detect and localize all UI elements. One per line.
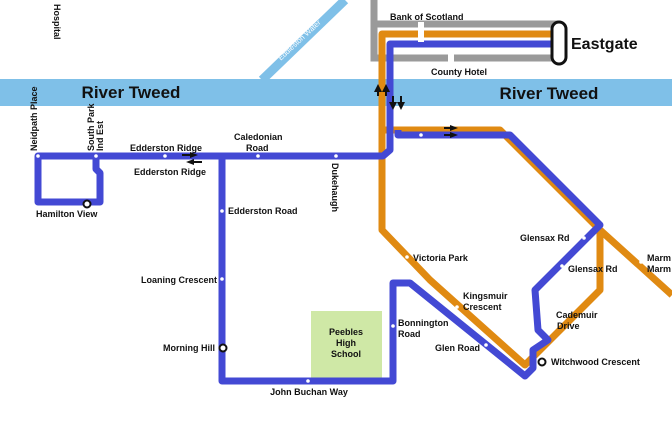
eastgate-terminus-marker bbox=[550, 20, 568, 66]
label-south-park-2: Ind Est bbox=[95, 121, 105, 151]
arrow-right-2 bbox=[450, 132, 458, 138]
stop-dot-glen-road bbox=[484, 343, 488, 347]
label-south-park-1: South Park bbox=[86, 102, 96, 151]
timing-morning-hill bbox=[218, 343, 228, 353]
timing-points bbox=[82, 199, 547, 367]
stop-dot-neidpath bbox=[36, 154, 40, 158]
arrow-left-1 bbox=[186, 159, 194, 165]
stop-dot-john-buchan bbox=[306, 379, 310, 383]
arrow-down-2-stem bbox=[400, 96, 402, 104]
label-bonnington-1: Bonnington bbox=[398, 318, 448, 328]
stop-dot-edderston-ridge bbox=[163, 154, 167, 158]
stop-dot-caledonian bbox=[256, 154, 260, 158]
label-edderston-ridge-north: Edderston Ridge bbox=[130, 143, 202, 153]
timing-hamilton-view bbox=[82, 199, 92, 209]
arrow-up-1-stem bbox=[377, 86, 379, 96]
label-hospital: Hospital bbox=[52, 4, 62, 40]
label-john-buchan-way: John Buchan Way bbox=[270, 387, 348, 397]
bank-of-scotland-stop-block bbox=[418, 22, 424, 42]
stop-dot-victoria-park bbox=[405, 255, 409, 259]
label-loaning-crescent: Loaning Crescent bbox=[141, 275, 217, 285]
label-hamilton-view: Hamilton View bbox=[36, 209, 98, 219]
eddleston-water-label: Eddleston Water bbox=[276, 18, 323, 63]
arrow-right-3 bbox=[190, 152, 198, 158]
stop-dot-dukehaugh bbox=[334, 154, 338, 158]
stop-dot-glensax-south bbox=[560, 264, 564, 268]
arrow-right-1-stem bbox=[444, 127, 451, 129]
county-hotel-stop-block bbox=[448, 48, 454, 64]
eastgate-label: Eastgate bbox=[571, 36, 638, 53]
river-label-west: River Tweed bbox=[82, 83, 181, 102]
label-glensax-south: Glensax Rd bbox=[568, 264, 618, 274]
school-label-1: Peebles bbox=[329, 327, 363, 337]
arrow-left-1-stem bbox=[193, 161, 202, 163]
arrow-down-1 bbox=[389, 102, 397, 110]
river-tweed bbox=[0, 79, 672, 106]
label-caledonian-1: Caledonian bbox=[234, 132, 283, 142]
stop-dot-glensax-north bbox=[582, 236, 586, 240]
peebles-high-school bbox=[311, 311, 382, 379]
label-kingsmuir-1: Kingsmuir bbox=[463, 291, 508, 301]
label-caledonian-2: Road bbox=[246, 143, 269, 153]
label-cademuir-2: Drive bbox=[557, 321, 580, 331]
arrow-right-1 bbox=[450, 125, 458, 131]
stop-dot-edderston-road bbox=[220, 209, 224, 213]
stop-dot-river-crossing bbox=[419, 133, 423, 137]
label-morning-hill: Morning Hill bbox=[163, 343, 215, 353]
school-label-2: High bbox=[336, 338, 356, 348]
arrow-right-2-stem bbox=[444, 134, 451, 136]
label-glen-road: Glen Road bbox=[435, 343, 480, 353]
direction-arrows bbox=[182, 84, 458, 165]
label-marm-2: Marm bbox=[647, 264, 671, 274]
label-neidpath: Neidpath Place bbox=[29, 86, 39, 151]
stop-dot-south-park bbox=[94, 154, 98, 158]
label-victoria-park: Victoria Park bbox=[413, 253, 469, 263]
stop-dot-bonnington bbox=[391, 324, 395, 328]
timing-witchwood bbox=[537, 357, 547, 367]
label-dukehaugh: Dukehaugh bbox=[330, 163, 340, 212]
arrow-right-3-stem bbox=[182, 154, 191, 156]
river-label-east: River Tweed bbox=[500, 84, 599, 103]
arrow-up-2-stem bbox=[385, 86, 387, 96]
label-bank-of-scotland: Bank of Scotland bbox=[390, 12, 464, 22]
stop-dot-loaning bbox=[220, 277, 224, 281]
stop-dots bbox=[36, 133, 643, 383]
school-label-3: School bbox=[331, 349, 361, 359]
label-county-hotel: County Hotel bbox=[431, 67, 487, 77]
label-marm-1: Marm bbox=[647, 253, 671, 263]
label-cademuir-1: Cademuir bbox=[556, 310, 598, 320]
arrow-down-1-stem bbox=[392, 96, 394, 104]
label-edderston-road: Edderston Road bbox=[228, 206, 298, 216]
label-kingsmuir-2: Crescent bbox=[463, 302, 502, 312]
arrow-down-2 bbox=[397, 102, 405, 110]
label-bonnington-2: Road bbox=[398, 329, 421, 339]
route-grey bbox=[370, 0, 560, 62]
label-glensax-north: Glensax Rd bbox=[520, 233, 570, 243]
label-witchwood: Witchwood Crescent bbox=[551, 357, 640, 367]
stop-dot-kingsmuir bbox=[455, 305, 459, 309]
label-edderston-ridge-south: Edderston Ridge bbox=[134, 167, 206, 177]
stop-dot-cademuir bbox=[546, 312, 550, 316]
stop-dot-marm bbox=[639, 260, 643, 264]
eddleston-water bbox=[258, 0, 349, 84]
